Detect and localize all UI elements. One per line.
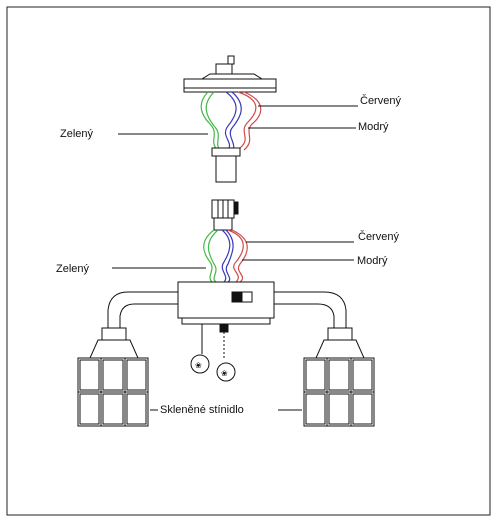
top-leaders: [118, 105, 358, 135]
left-arm-outer: [107, 291, 178, 328]
top-connector: [211, 147, 241, 183]
pull-chains: ❀ ❀: [190, 323, 236, 382]
right-shade-collar: [315, 339, 365, 359]
right-shade-cap: [327, 327, 353, 341]
top-blue-wire-2: [229, 91, 242, 153]
label-glass-shade: Skleněné stínidlo: [160, 404, 244, 416]
top-green-wire-2: [205, 91, 223, 153]
bottom-red-wire: [227, 229, 244, 283]
ceiling-canopy: [183, 55, 277, 93]
label-green-bottom: Zelený: [56, 263, 90, 275]
housing-bottom: [181, 317, 271, 325]
svg-text:❀: ❀: [195, 361, 202, 370]
canopy-plate: [183, 78, 277, 89]
canopy-dome: [200, 73, 264, 80]
svg-text:❀: ❀: [221, 369, 228, 378]
canopy-knob: [215, 63, 233, 75]
connector-body: [215, 155, 237, 183]
right-arm-inner: [274, 303, 335, 328]
plug-base: [213, 217, 233, 231]
label-green-top: Zelený: [60, 128, 94, 140]
bottom-green-wire: [203, 229, 215, 283]
left-arm-inner: [119, 303, 178, 328]
housing-body: [177, 281, 275, 319]
top-red-wire-2: [243, 91, 262, 151]
pull-chain-left-knob: [190, 354, 210, 374]
label-red-top: Červený: [360, 94, 401, 107]
left-shade-cap: [101, 327, 127, 341]
bottom-plug: [211, 199, 239, 231]
pull-chain-right-knob: [216, 362, 236, 382]
diagram-frame: [6, 6, 491, 516]
right-shade: [303, 327, 375, 427]
top-blue-wire: [224, 91, 237, 151]
pull-chain-right-mount: [219, 323, 229, 333]
plug-latch: [233, 201, 239, 215]
bottom-wires: [203, 229, 248, 283]
canopy-nut: [227, 55, 235, 65]
left-shade: [77, 327, 149, 427]
right-arm-outer: [274, 291, 347, 328]
top-wires: [200, 91, 262, 153]
bottom-blue-wire: [221, 229, 231, 283]
left-shade-collar: [89, 339, 139, 359]
label-blue-top: Modrý: [358, 121, 389, 133]
switch-toggle: [232, 292, 242, 302]
canopy-rim: [183, 87, 277, 93]
top-green-wire: [200, 91, 219, 151]
label-blue-bottom: Modrý: [357, 255, 388, 267]
top-red-wire: [237, 91, 257, 149]
bottom-leaders: [112, 241, 354, 269]
bottom-red-wire-2: [231, 229, 248, 283]
label-red-bottom: Červený: [358, 230, 399, 243]
central-housing: [177, 281, 275, 325]
fixture-arms: [107, 291, 347, 328]
bottom-green-wire-2: [207, 229, 219, 283]
connector-collar: [211, 147, 241, 157]
bottom-blue-wire-2: [225, 229, 234, 283]
